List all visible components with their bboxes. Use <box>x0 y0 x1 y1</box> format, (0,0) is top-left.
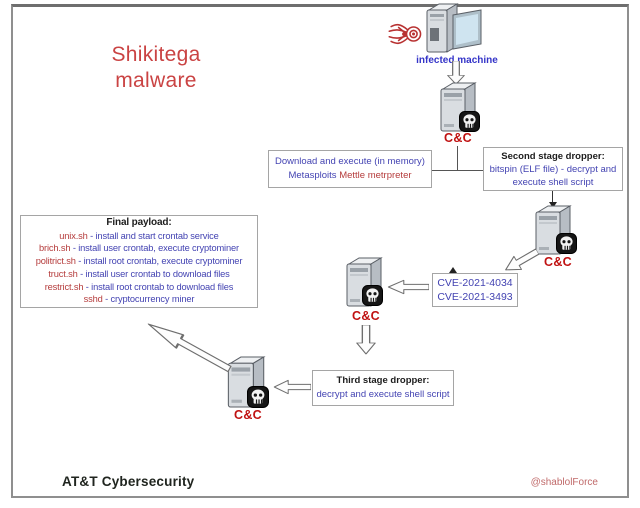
cve-line2: CVE-2021-3493 <box>437 291 513 303</box>
second-stage-line2: bitspin (ELF file) - decrypt and <box>489 163 617 175</box>
att-cybersecurity-brand: AT&T Cybersecurity <box>62 474 195 489</box>
download-line2: Metasploits Mettle metrpreter <box>269 169 431 183</box>
third-stage-line2: decrypt and execute shell script <box>316 389 450 400</box>
payload-item: sshd - cryptocurrency miner <box>21 293 257 306</box>
payload-name: unix.sh <box>59 230 88 241</box>
hollow-arrow-down-icon <box>355 325 377 355</box>
payload-desc: - install user crontab, execute cryptomi… <box>72 243 239 254</box>
payload-item: truct.sh - install user crontab to downl… <box>21 268 257 281</box>
connector-line-vertical <box>457 146 458 170</box>
payload-name: brich.sh <box>39 243 71 254</box>
box-second-stage-dropper: Second stage dropper: bitspin (ELF file)… <box>483 147 623 191</box>
payload-item: unix.sh - install and start crontab serv… <box>21 230 257 243</box>
final-payload-title: Final payload: <box>106 216 172 228</box>
payload-desc: - install root crontab, execute cryptomi… <box>78 256 243 267</box>
download-line2-red: Mettle metrpreter <box>339 170 412 181</box>
payload-name: truct.sh <box>48 268 78 279</box>
payload-desc: - cryptocurrency miner <box>105 294 195 305</box>
payload-item: restrict.sh - install root crontab to do… <box>21 281 257 294</box>
box-download-execute: Download and execute (in memory) Metaspl… <box>268 150 432 188</box>
box-cve: CVE-2021-4034 CVE-2021-3493 <box>432 273 518 307</box>
skull-badge-icon <box>459 111 480 132</box>
payload-item: politrict.sh - install root crontab, exe… <box>21 255 257 268</box>
payload-item: brich.sh - install user crontab, execute… <box>21 242 257 255</box>
title-line2: malware <box>115 69 197 92</box>
second-stage-line3: execute shell script <box>512 176 594 188</box>
cve-line1: CVE-2021-4034 <box>437 277 513 289</box>
payload-desc: - install and start crontab service <box>90 230 219 241</box>
skull-badge-icon <box>362 285 383 306</box>
connector-line-horizontal <box>432 170 483 171</box>
box-third-stage-dropper: Third stage dropper: decrypt and execute… <box>312 370 454 406</box>
download-line2-blue: Metasploits <box>288 170 337 181</box>
arrowhead-up-icon <box>449 267 457 273</box>
box-final-payload: Final payload: unix.sh - install and sta… <box>20 215 258 308</box>
hollow-arrow-left-icon <box>273 379 311 395</box>
author-credit: @shablolForce <box>530 477 598 488</box>
download-line1: Download and execute (in memory) <box>275 156 425 167</box>
skull-badge-icon <box>247 386 269 408</box>
cc-label-3: C&C <box>352 309 380 323</box>
payload-desc: - install root crontab to download files <box>85 281 234 292</box>
infected-machine-label: infected machine <box>416 55 498 66</box>
title-line1: Shikitega <box>111 43 201 66</box>
cc-label-1: C&C <box>444 131 472 145</box>
computer-with-monitor-icon <box>420 2 486 56</box>
payload-name: sshd <box>83 294 103 305</box>
page-title: Shikitega malware <box>86 42 226 94</box>
payload-desc: - install user crontab to download files <box>80 268 230 279</box>
third-stage-title: Third stage dropper: <box>336 375 430 386</box>
cc-label-4: C&C <box>234 408 262 422</box>
connector-line-to-server <box>552 191 553 203</box>
payload-name: politrict.sh <box>35 256 76 267</box>
arrowhead-down-icon <box>549 202 557 208</box>
cc-label-2: C&C <box>544 255 572 269</box>
hollow-arrow-left-icon <box>387 279 429 295</box>
payload-name: restrict.sh <box>44 281 84 292</box>
skull-badge-icon <box>556 233 577 254</box>
second-stage-title: Second stage dropper: <box>501 150 605 162</box>
